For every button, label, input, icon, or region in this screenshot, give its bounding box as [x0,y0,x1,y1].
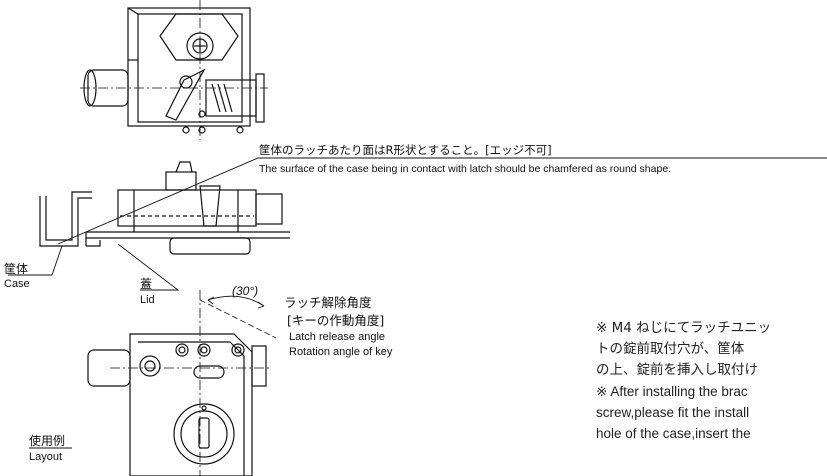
section-view [39,161,290,255]
installation-note-line: ※ M4 ねじにてラッチユニッ [596,320,772,336]
release-angle-jp: ラッチ解除角度 [284,295,372,310]
case-label-en: Case [4,278,30,290]
angle-value: (30°) [232,284,259,298]
rotation-angle-en: Rotation angle of key [289,346,393,358]
installation-note: ※ M4 ねじにてラッチユニッ トの錠前取付穴が、筐体 の上、錠前を挿入し取付け… [596,318,827,476]
bottom-view [87,333,267,476]
installation-note-line: hole of the case,insert the [596,426,751,441]
layout-label-jp: 使用例 [29,434,66,448]
release-angle-jp-sub: [キーの作動角度] [287,313,385,328]
lid-label-jp: 蓋 [140,277,153,291]
layout-label-en: Layout [29,451,63,463]
callout-note-jp: 筐体のラッチあたり面はR形状とすること。[エッジ不可] [259,143,552,157]
top-view [83,7,265,134]
lid-label-en: Lid [140,294,155,306]
installation-note-line: ※ After installing the brac [596,384,748,399]
callout-note-en: The surface of the case being in contact… [259,163,672,175]
installation-note-line: トの錠前取付穴が、筐体 [596,341,745,357]
installation-note-line: screw,please fit the install [596,405,750,420]
installation-note-line: の上、錠前を挿入し取付け [596,362,758,378]
case-label-jp: 筐体 [4,262,29,276]
release-angle-en: Latch release angle [289,331,386,343]
